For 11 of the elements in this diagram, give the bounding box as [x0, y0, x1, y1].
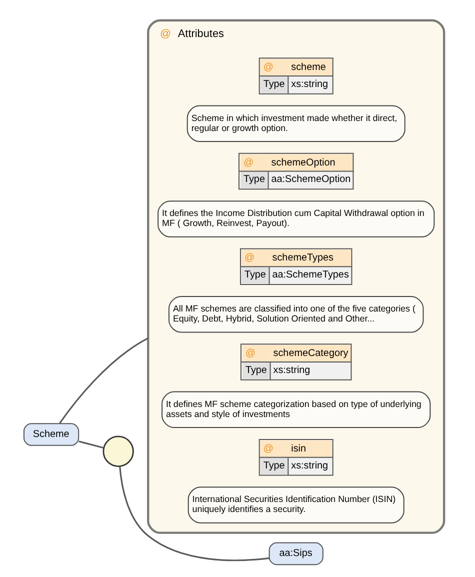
node-box: International Securities Identification Number (ISIN) uniquely identifies a security.	[187, 486, 404, 524]
node-circle	[102, 436, 134, 467]
node-box: Scheme	[22, 423, 79, 446]
connector	[58, 337, 148, 424]
node-box: It defines MF scheme categorization based on type of underlying assets and style of investments	[161, 391, 430, 428]
node-box: Scheme in which investment made whether it direct, regular or growth option.	[186, 105, 405, 142]
node-box: All MF schemes are classified into one of the five categories ( Equity, Debt, Hybrid, Solution Oriented and Other...	[168, 296, 424, 333]
connector	[118, 466, 269, 562]
node-box: It defines the Income Distribution cum Capital Withdrawal option in MF ( Growth, Reinvest, Payout).	[157, 200, 434, 238]
node-box: aa:Sips	[268, 542, 323, 566]
connector	[78, 440, 104, 449]
